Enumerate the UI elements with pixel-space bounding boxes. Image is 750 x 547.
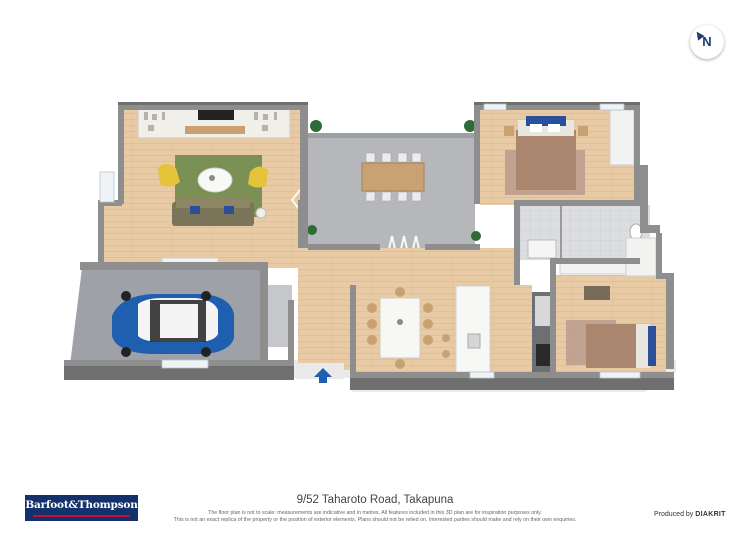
bed-2 xyxy=(586,324,640,368)
armchair-left xyxy=(158,164,180,187)
disclaimer-line-1: The floor plan is not to scale: measurem… xyxy=(208,510,542,516)
bedroom-1 xyxy=(480,108,635,205)
armchair-right xyxy=(248,166,268,188)
dining-kitchen xyxy=(352,285,556,373)
agency-logo: Barfoot&Thompson xyxy=(25,495,138,521)
entry-arrow-icon xyxy=(314,368,332,383)
vanity xyxy=(527,239,557,259)
courtyard xyxy=(290,120,486,263)
sofa-cushion xyxy=(190,206,200,214)
plant-icon xyxy=(307,225,317,235)
compass-letter: N xyxy=(702,34,712,49)
garage xyxy=(70,268,292,365)
kitchen-island xyxy=(455,285,491,373)
dining-table xyxy=(379,297,421,359)
disclaimer: The floor plan is not to scale: measurem… xyxy=(0,510,750,524)
agency-name: Barfoot&Thompson xyxy=(25,499,138,511)
oven xyxy=(536,344,552,366)
property-address: 9/52 Taharoto Road, Takapuna xyxy=(296,494,454,506)
wardrobe xyxy=(609,109,635,166)
plant-icon xyxy=(471,231,481,241)
wall-tops xyxy=(64,102,674,390)
sofa-cushion xyxy=(224,206,234,214)
compass: N xyxy=(690,25,724,59)
car xyxy=(112,291,234,357)
living-room xyxy=(100,107,322,270)
bedroom-2 xyxy=(556,237,666,373)
hallway xyxy=(100,248,520,370)
logo-stripe xyxy=(33,515,130,517)
credit-brand: DIAKRIT xyxy=(695,511,726,518)
windows xyxy=(99,103,641,379)
desk xyxy=(584,286,610,300)
bed-1 xyxy=(516,130,576,190)
disclaimer-line-2: This is not an exact replica of the prop… xyxy=(173,517,577,523)
outdoor-dining-table xyxy=(361,162,425,192)
coffee-table xyxy=(197,167,233,193)
producer-credit: Produced by DIAKRIT xyxy=(654,511,726,518)
credit-prefix: Produced by xyxy=(654,511,694,518)
plant-icon xyxy=(310,120,322,132)
tv-screen xyxy=(198,110,234,120)
plant-icon xyxy=(464,120,476,132)
floor-lamp xyxy=(255,207,267,219)
